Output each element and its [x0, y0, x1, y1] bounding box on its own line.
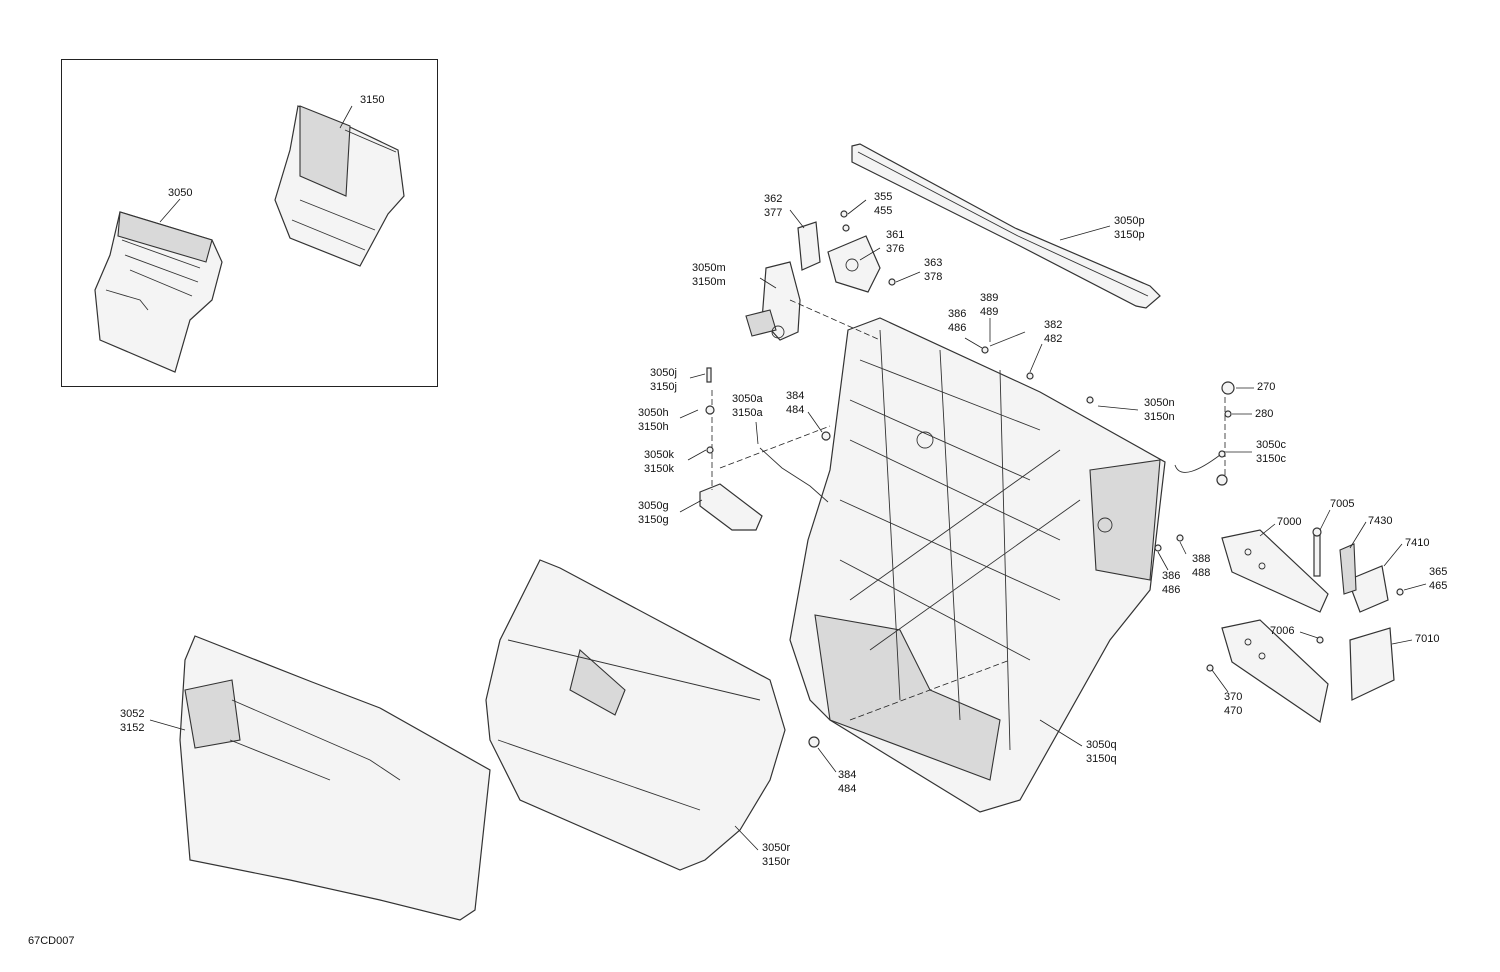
- inset-door-assembly-3150: [274, 105, 405, 267]
- callout-7006: 7006: [1270, 625, 1295, 637]
- inner-door-panel: [179, 635, 491, 921]
- upper-hinge: [1221, 529, 1329, 613]
- callout-7000: 7000: [1277, 516, 1302, 528]
- fasteners: [705, 210, 1404, 748]
- striker-bracket: [797, 221, 881, 293]
- callout-7010: 7010: [1415, 633, 1440, 645]
- door-latch-mechanism: [745, 261, 801, 341]
- callout-280: 280: [1255, 408, 1274, 420]
- inset-door-assembly-3050: [94, 211, 223, 373]
- assembly-line-rod: [719, 425, 831, 469]
- callout-3050: 3050: [168, 187, 193, 199]
- leader-lines: [149, 105, 1427, 851]
- hinge-plate-7410: [1339, 543, 1389, 613]
- callout-270: 270: [1257, 381, 1276, 393]
- assembly-line-frame: [849, 659, 1011, 721]
- main-door-frame: [789, 317, 1166, 813]
- callout-7005: 7005: [1330, 498, 1355, 510]
- hinge-pin: [1312, 527, 1322, 577]
- callout-7430: 7430: [1368, 515, 1393, 527]
- complete-assembly-inset: [61, 59, 438, 387]
- outer-door-panel: [485, 559, 786, 871]
- upper-window-bar: [851, 143, 1161, 309]
- inner-handle: [699, 483, 763, 531]
- callout-3150: 3150: [360, 94, 385, 106]
- hinge-plate-7010: [1349, 627, 1395, 701]
- callout-7410: 7410: [1405, 537, 1430, 549]
- actuator-rod: [759, 447, 829, 503]
- lower-hinge: [1221, 619, 1329, 724]
- assembly-line-latch: [789, 299, 881, 341]
- figure-code: 67CD007: [28, 935, 75, 947]
